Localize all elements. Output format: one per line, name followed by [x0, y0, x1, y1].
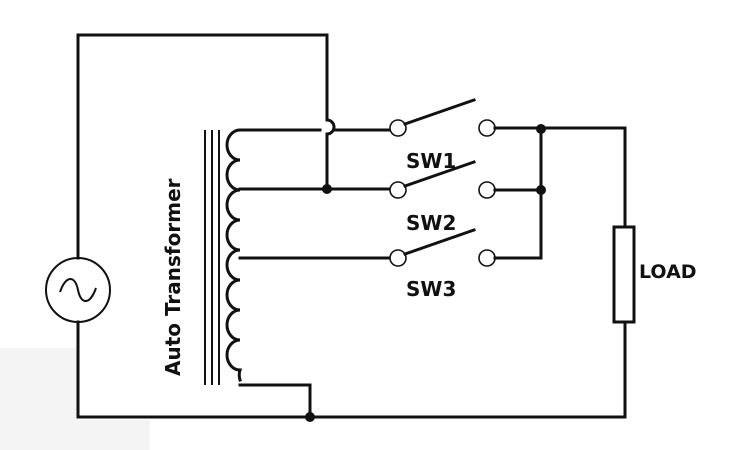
- top-feed-wire: [76, 33, 336, 191]
- switch-sw2: [389, 160, 543, 199]
- switch-sw1: [389, 98, 627, 137]
- ac-source-icon: [45, 257, 111, 323]
- sw3-label: SW3: [406, 277, 456, 301]
- background-strip: [0, 416, 150, 450]
- load-resistor: [612, 225, 636, 324]
- junction-dot: [322, 184, 332, 194]
- winding-bottom-lead: [238, 383, 312, 419]
- sine-wave-icon: [59, 278, 97, 302]
- background-gap: [78, 380, 156, 420]
- load-label: LOAD: [639, 261, 697, 283]
- transformer-core: [204, 130, 220, 385]
- transformer-winding: [225, 128, 243, 382]
- ac-source: [45, 33, 111, 419]
- switch-sw3: [389, 228, 543, 267]
- sw2-label: SW2: [406, 211, 456, 235]
- transformer-label: Auto Transformer: [161, 178, 185, 376]
- junction-dot: [305, 412, 315, 422]
- sw1-label: SW1: [406, 149, 456, 173]
